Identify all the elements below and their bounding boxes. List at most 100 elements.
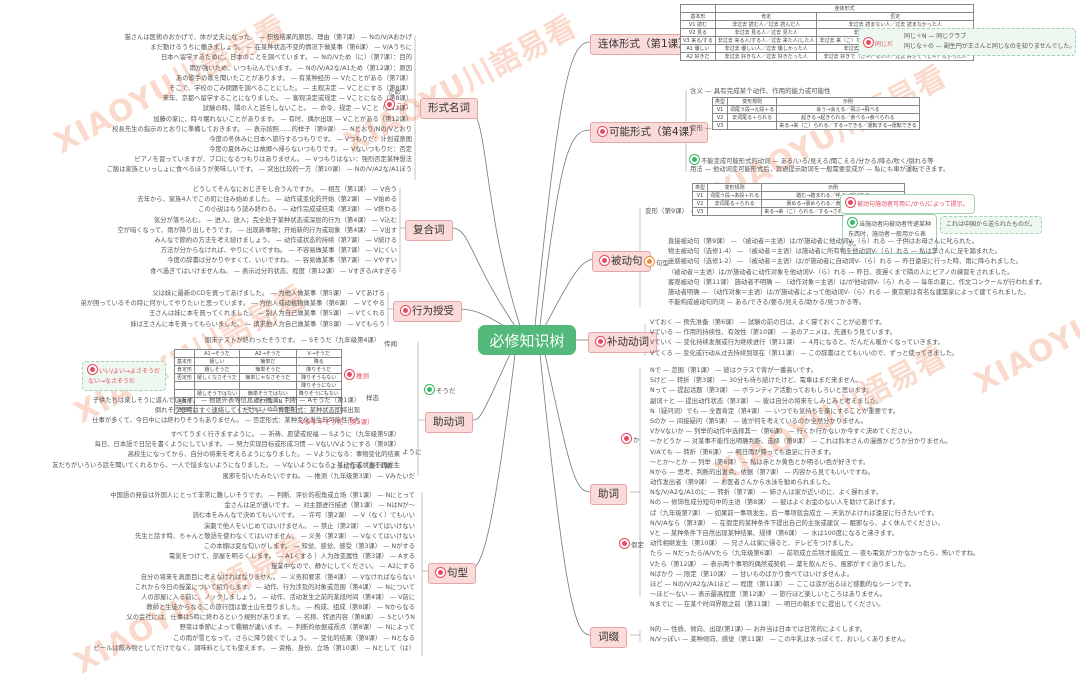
table-header: 示例 <box>761 183 905 192</box>
table-header: 变形规则 <box>707 183 763 192</box>
leaf-line: Vておく — 预先准备（第6课） — 試験の前の日は、よく寝ておくことが必要です… <box>650 319 886 326</box>
table-cell: 簡単だ <box>239 357 297 366</box>
keishiki-leaves: 猫さんは医術のおかげで、体が丈夫になった。 — 积极结果的原因、理由（第7课） … <box>107 33 412 176</box>
table-cell: 非过去 優しい人／过去 優しかった人 <box>714 44 818 53</box>
youni-leaves: すべてうまく行きますように。 — 祈祷、愿望或祝福 — Sように（九年级第5课）… <box>52 430 400 471</box>
node-setsuji[interactable]: 词缀 <box>590 627 627 648</box>
table-cell <box>194 381 241 390</box>
table-cell: V2 <box>691 199 709 208</box>
star-icon <box>436 568 445 577</box>
leaf-line: 今度の冬休みに日本へ旅行するつもりです。 — Vつもりだ：计划或意图 <box>209 135 412 143</box>
leaf-line: 今度の夏休みには故郷へ帰らないつもりです。 — Vないつもりだ：否定 <box>209 146 412 154</box>
leaf-line: 动作发出者（第9课） — お医者さんから水泳を勧められました。 <box>650 479 835 487</box>
setsuji-leaves: N的 — 性质、倾向、出现(第1课) — お弁当は日本では日常的によくします。N… <box>650 625 909 645</box>
node-ukemi[interactable]: 被动句 <box>592 251 651 272</box>
youni-label: ように <box>402 448 422 456</box>
node-label: 连体形式（第1课） <box>598 38 689 50</box>
leaf-line: 倒れそうな時はすぐ連絡してください。 — 肯定形式：某种状态即将出现 <box>154 407 360 415</box>
node-koui-juju[interactable]: 行为授受 <box>393 301 462 322</box>
table-header: 连体形式 <box>714 4 975 13</box>
node-rentai-keishiki[interactable]: 连体形式（第1课） <box>590 34 697 55</box>
leaf-line: Nな/V/A2な/A1のに — 转折（第7课） — 姉さんは家が近いのに、よく遅… <box>650 489 883 497</box>
star-icon <box>846 198 855 207</box>
star-icon <box>600 256 609 265</box>
leaf-line: 方法が分からなければ、やりにくいですね。 — 不容易做某事（第7课） — Vにく… <box>160 247 397 255</box>
suiryo-label: 推测 <box>345 370 369 380</box>
table-header <box>173 349 196 358</box>
leaf-line: 父の会社には、仕事は5時に終わるという規則があります。 — 名称、转述内容（第8… <box>126 614 415 622</box>
leaf-line: 直接被动句（第9课） — （被动者＝主语）は/が施动者に他动词V-（ら）れる —… <box>668 238 979 245</box>
leaf-line: 弟が困っているその時に何かしてやりたいと思っています。 — 为他人或动植物做某事… <box>80 300 385 308</box>
ukemi-note-1: 被动句施动者可用に/から/によって提示。 <box>840 194 975 214</box>
leaf-line: 毎日、日本語で日記を書くようにしています。 — 努力实现目标或形成习惯 — Vな… <box>94 441 400 449</box>
onaji-note: 同じだ 同じ＋N — 同じクラブ同じな＋の — 副生円が王さんと同じなのを知りま… <box>858 28 1076 56</box>
leaf-line: Vと — 某种条件下自然出现某种结果、规律（第6课） — 水は100度になると沸… <box>650 530 899 537</box>
node-kukei[interactable]: 句型 <box>428 563 476 584</box>
kanou-henkei: 变形 — <box>690 124 712 132</box>
leaf-line: 动作相继发生（第10课） — 兄さんは家に帰ると、テレビをつけました。 <box>650 540 857 548</box>
table-cell: 簡単じゃなさそうだ <box>239 373 297 382</box>
fukugo-leaves: どうしてそんなにおじぎをし合うんですか。 — 相互（第1课） — V合う去年から… <box>117 185 397 277</box>
leaf-line: 高校生になってから、自分の将来を考えるようになりました。 — Vようになる：事物… <box>127 451 400 459</box>
leaf-line: 校長先生の指示のとおりに準備しておきます。 — 表示按照……的样子（第9课） —… <box>112 125 412 133</box>
table-cell: 会う→会える／飛ぶ→飛べる <box>776 105 920 114</box>
table-cell: A1 優しい <box>680 44 716 53</box>
leaf-line: 金さんは足が速いです。 — 对主题进行描述（第1课） — NはNが～ <box>224 502 415 510</box>
node-label: 助动词 <box>433 416 465 428</box>
ukemi-leaves: 直接被动句（第9课） — （被动者＝主语）は/が施动者に他动词V-（ら）れる —… <box>668 237 1046 308</box>
table-header: V→そうだ <box>295 349 342 358</box>
node-label: 词缀 <box>598 631 619 643</box>
node-label: 补动动词 <box>607 336 649 348</box>
joshi-katei: 假定 <box>620 539 644 549</box>
sub-koto-label: こと <box>396 102 409 110</box>
denbun-line: 期末テストが終わったそうです。 — Sそうだ（九年级第4课） <box>204 337 380 344</box>
leaf-line: ～かどうか — 对某事不能作出明确判断、选择（第9课） — これは鈴木さんの漫画… <box>650 438 952 446</box>
table-header: A1→そうだ <box>194 349 241 358</box>
leaf-line: 王さんは妹に本を買ってくれました。 — 别人为自己做某事（第5课） — Vてくれ… <box>148 310 385 318</box>
leaf-line: 仕事が多くて、今日中には終わりそうもありません。 — 否定形式：某种变化发生的可… <box>92 417 360 425</box>
leaf-line: 空が暗くなって、雨が降り出しそうです。 — 出现新事物；开始新的行为或现象（第4… <box>117 226 397 234</box>
leaf-line: 子供たちは楽しそうに遊んでいます。 — 根据外表等信息进行推测、判断 — Aそう… <box>92 397 360 404</box>
table-cell: 词尾う段→え段＋る <box>727 105 778 114</box>
star-icon <box>598 127 607 136</box>
star-icon <box>690 155 699 164</box>
table-cell: V1 <box>691 191 709 200</box>
leaf-line: 先生と話す時、ちゃんと敬語を使わなくてはいけません。 — 义务（第2课） — V… <box>135 532 415 540</box>
root-node[interactable]: 必修知识树 <box>478 325 576 355</box>
leaf-line: たら — Nだったら/A/Vたら（九年级第6课） — 前项成立后项才能成立 — … <box>650 550 980 558</box>
leaf-line: 教師と生徒からなるこの旅行団は富士山を登りました。 — 构成、组成（第8课） —… <box>146 604 415 612</box>
leaf-line: この雨が雪となって、さらに降り続くでしょう。 — 变化的结果（第9课） — Nと… <box>173 634 415 642</box>
table-cell: 降りそうにない <box>295 381 342 390</box>
node-jodoshi[interactable]: 助动词 <box>425 412 473 433</box>
table-cell: A2 好きだ <box>680 52 716 61</box>
leaf-line: Nで — 范围（第1课） — 彼はクラスで背が一番高いです。 <box>650 367 817 374</box>
table-cell: 嬉しそうだ <box>194 365 241 374</box>
star-icon <box>596 337 605 346</box>
leaf-line: 授業中なので、静かにしてください。 — A2にする <box>271 563 415 571</box>
table-cell: 非过去 好きな人／过去 好きだった人 <box>714 52 818 61</box>
node-kanou-keishiki[interactable]: 可能形式（第4课） <box>590 122 708 143</box>
star-icon <box>401 306 410 315</box>
leaf-line: ば（九年级第7课） — 如果前一事项发生，后一事项就会成立 — 天気がよければ遠… <box>650 509 938 517</box>
table-header: 肯定 <box>714 12 818 21</box>
node-fukugoshi[interactable]: 复合词 <box>405 220 453 241</box>
node-joshi[interactable]: 助词 <box>590 484 627 505</box>
leaf-line: Vたら（第12课） — 表示两个事项的偶然或契机 — 薬を飲んだら、風邪がすぐ治… <box>650 560 910 568</box>
leaf-line: V/Aても — 转折（第6课） — 明日雨が降っても遠足に行きます。 <box>650 448 835 456</box>
ukemi-henkei: 变形（第9课） — <box>645 207 697 215</box>
denbun-label: 传闻 <box>384 340 397 348</box>
node-label: 可能形式（第4课） <box>609 126 700 138</box>
leaf-line: 加藤の家に、時々眠れないことがあります。 — 有时、偶尔出现 — Vことがある（… <box>153 115 412 123</box>
table-cell: 基本形 <box>173 357 196 366</box>
node-keishiki-meishi[interactable]: 形式名词 <box>420 98 478 119</box>
leaf-line: そこで、学校のごみ問題を調べることにした。 — 主观决定 — Vことにする（第8… <box>169 84 412 92</box>
leaf-line: 中国語の発音は外国人にとって非常に難しいそうです。 — 判断、评价的视角或立场（… <box>110 492 415 499</box>
node-hojo-doshi[interactable]: 补动动词 <box>588 332 657 353</box>
table-cell: 起きる→起きられる／食べる→食べられる <box>776 113 920 122</box>
leaf-line: Vてくる — 变化或行动从过去持续到现在（第11课） — この辞書はとてもいいの… <box>650 349 959 357</box>
leaf-line: 施动者明确 — （动作对象＝主语）は/が施动者によって他动词V-（ら）れる — … <box>668 288 1030 296</box>
table-cell: 非过去 読む人／过去 読んだ人 <box>714 20 818 29</box>
table-header <box>680 4 716 13</box>
leaf-line: 客观被动句（第11课） 施动者不明确 — （动作对象＝主语）は/が他动词V-（ら… <box>668 278 1046 286</box>
